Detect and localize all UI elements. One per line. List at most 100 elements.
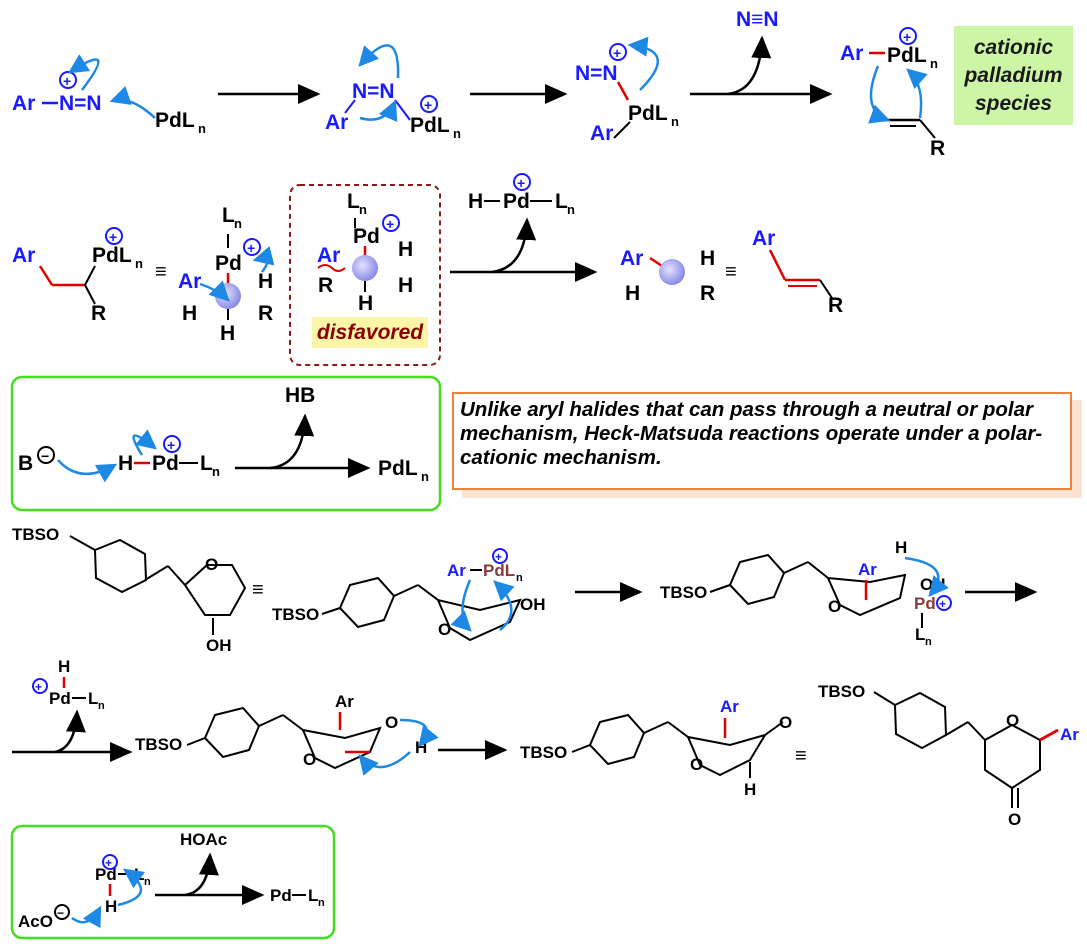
- sub-n-label: n: [359, 202, 367, 217]
- newman-projection-disfavored: L n Pd + Ar R H H H: [317, 190, 413, 315]
- l-label: L: [347, 190, 360, 213]
- h-label: H: [895, 538, 907, 557]
- pdl-label: PdL: [378, 457, 418, 480]
- l-label: L: [915, 625, 925, 644]
- o-label: O: [828, 597, 841, 616]
- o-label: O: [1008, 810, 1021, 829]
- newman-projection-syn: L n Pd + Ar H H R H: [178, 204, 275, 345]
- alkene-product-newman: Ar H H R ≡: [620, 247, 737, 305]
- n-label: N=N: [575, 62, 618, 85]
- h-label: H: [258, 270, 273, 293]
- equivalent-sign: ≡: [795, 745, 807, 767]
- o-label: O: [779, 713, 792, 732]
- sub-n-label: n: [453, 126, 461, 141]
- ar-label: Ar: [178, 270, 201, 293]
- hb-label: HB: [285, 384, 315, 407]
- tbso-label: TBSO: [12, 525, 59, 544]
- b-label: B: [18, 452, 33, 475]
- h-label: H: [744, 780, 756, 799]
- ar-label: Ar: [12, 244, 35, 267]
- plus-label: +: [517, 175, 525, 191]
- ar-label: Ar: [720, 697, 739, 716]
- equivalent-sign: ≡: [252, 579, 264, 601]
- pd-label: Pd: [152, 452, 179, 475]
- r-label: R: [700, 282, 715, 305]
- green-box-hb: [10, 375, 442, 512]
- n-label: N=N: [59, 92, 102, 115]
- plus-label: +: [105, 856, 112, 870]
- n-label: N=N: [352, 80, 395, 103]
- ar-label: Ar: [752, 227, 775, 250]
- aryl-palladium-alkene-complex: Ar PdL n + R: [840, 27, 945, 160]
- plus-label: +: [109, 229, 117, 245]
- hoac-label: HOAc: [180, 830, 227, 849]
- aco-label: AcO: [18, 912, 53, 931]
- ar-label: Ar: [12, 92, 35, 115]
- sub-n-label: n: [98, 700, 105, 712]
- h-label: H: [468, 190, 483, 213]
- equivalent-sign: ≡: [725, 261, 737, 283]
- o-label: O: [438, 620, 451, 639]
- beta-hydride-elimination-arrow: H Pd + L n: [450, 173, 598, 282]
- sub-n-label: n: [144, 876, 151, 888]
- tbso-label: TBSO: [135, 735, 182, 754]
- sub-n-label: n: [421, 469, 429, 484]
- pdl-label: PdL: [483, 561, 515, 580]
- disfavored-label: disfavored: [312, 317, 428, 348]
- o-label: O: [205, 555, 218, 574]
- r-label: R: [828, 294, 843, 317]
- sub-n-label: n: [198, 121, 206, 136]
- tetrahydropyranone-product: TBSO O Ar O: [818, 682, 1079, 829]
- alkyl-palladium: Ar PdL n + R ≡: [12, 227, 167, 325]
- h-label: H: [625, 282, 640, 305]
- h-label: H: [220, 322, 235, 345]
- pd-label: Pd: [49, 689, 71, 708]
- o-label: O: [690, 755, 703, 774]
- r-label: R: [258, 302, 273, 325]
- ar-label: Ar: [335, 692, 354, 711]
- aryldiazonium: Ar N=N + PdL n: [12, 54, 206, 136]
- sub-n-label: n: [516, 572, 523, 584]
- h-label: H: [398, 238, 413, 261]
- h-label: H: [58, 657, 70, 676]
- ar-label: Ar: [620, 247, 643, 270]
- equivalent-sign: ≡: [155, 261, 167, 283]
- minus-label: −: [41, 448, 49, 464]
- ar-label: Ar: [1060, 725, 1079, 744]
- acetate-regeneration-hoac: HOAc Pd + L n H AcO − Pd L n: [18, 830, 325, 931]
- o-label: O: [1006, 711, 1019, 730]
- mechanism-note: Unlike aryl halides that can pass throug…: [452, 392, 1072, 490]
- half-chair-substrate-complex: TBSO O OH Ar PdL n +: [272, 548, 546, 642]
- dashed-box: [289, 184, 441, 366]
- sub-n-label: n: [925, 636, 932, 648]
- h-label: H: [415, 738, 427, 757]
- pdl-label: PdL: [628, 102, 668, 125]
- plus-label: +: [386, 216, 394, 232]
- h-label: H: [398, 274, 413, 297]
- triazene-intermediate: N=N Ar PdL n +: [325, 44, 461, 141]
- h-label: H: [700, 247, 715, 270]
- pd-label: Pd: [914, 594, 936, 613]
- diazenyl-palladium: N=N + PdL n Ar: [575, 36, 679, 145]
- ar-label: Ar: [317, 244, 340, 267]
- ar-label: Ar: [590, 122, 613, 145]
- tbso-label: TBSO: [272, 605, 319, 624]
- plus-label: +: [35, 680, 42, 694]
- enol-intermediate: TBSO O Ar O H: [135, 692, 439, 776]
- r-label: R: [930, 137, 945, 160]
- n2-loss-arrow: N≡N: [690, 8, 833, 104]
- plus-label: +: [247, 240, 255, 256]
- sub-n-label: n: [671, 114, 679, 129]
- cationic-palladium-species-tag: cationic palladium species: [954, 26, 1073, 125]
- ar-label: Ar: [858, 560, 877, 579]
- h-label: H: [105, 897, 117, 916]
- pd-label: Pd: [215, 252, 242, 275]
- h-label: H: [358, 292, 373, 315]
- pdl-label: PdL: [410, 114, 450, 137]
- sub-n-label: n: [567, 202, 575, 217]
- l-label: L: [222, 204, 235, 227]
- plus-label: +: [63, 73, 71, 89]
- trans-alkene-product: Ar R: [752, 227, 843, 317]
- base-regeneration-hb: B − H Pd + L n HB PdL n: [18, 384, 429, 484]
